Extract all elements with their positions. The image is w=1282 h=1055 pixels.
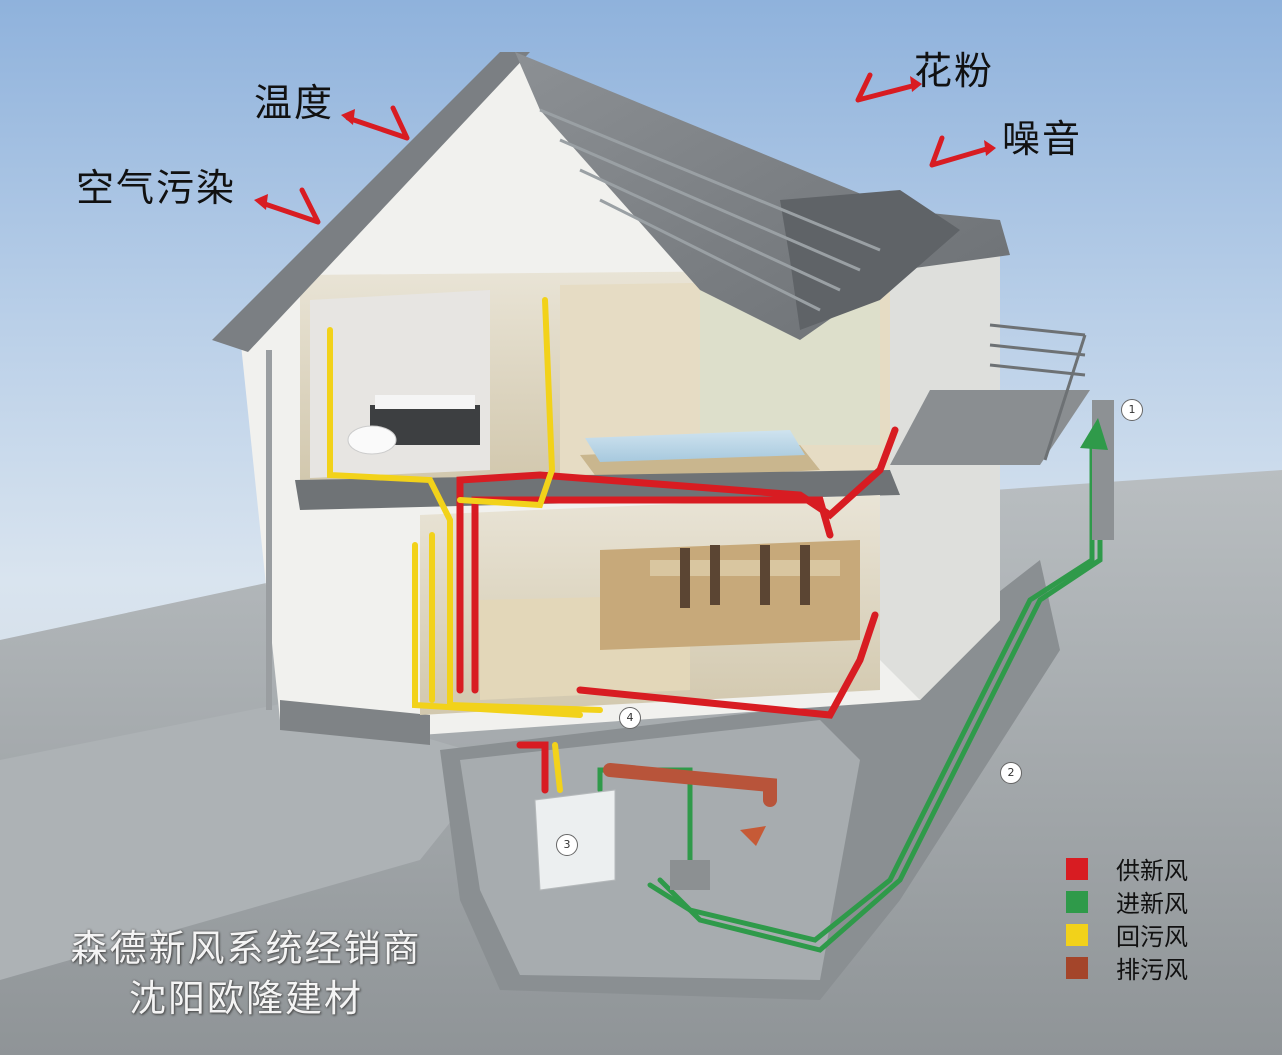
exhaust-arrow [740, 826, 766, 846]
legend-label-extract: 回污风 [1116, 923, 1188, 951]
air-pollution-label: 空气污染 [76, 166, 237, 210]
legend-label-intake: 进新风 [1116, 890, 1188, 918]
noise-label: 噪音 [1002, 117, 1083, 161]
pollen-label: 花粉 [914, 49, 995, 93]
legend-swatch-exhaust [1066, 956, 1088, 979]
intake-arrow [1080, 418, 1108, 450]
legend-label-supply: 供新风 [1116, 857, 1188, 885]
airflow-legend: 供新风 进新风 回污风 排污风 [1066, 852, 1226, 984]
legend-item-intake: 进新风 [1066, 885, 1226, 918]
callout-badge-1: 1 [1121, 399, 1143, 421]
duct-extract-yellow [327, 297, 603, 793]
intake-column [1092, 400, 1114, 540]
legend-swatch-intake [1066, 890, 1088, 913]
legend-item-extract: 回污风 [1066, 918, 1226, 951]
balcony [890, 323, 1090, 465]
legend-item-supply: 供新风 [1066, 852, 1226, 885]
threat-arrowheads [254, 76, 996, 210]
watermark-line-2: 沈阳欧隆建材 [129, 977, 363, 1020]
roof [212, 52, 1010, 710]
legend-swatch-supply [1066, 857, 1088, 880]
legend-swatch-extract [1066, 923, 1088, 946]
threat-arrows [259, 72, 993, 225]
duct-supply-red [456, 426, 899, 794]
callout-badge-4: 4 [619, 707, 641, 729]
callout-badge-3: 3 [556, 834, 578, 856]
duct-exhaust-brown [603, 763, 777, 807]
callout-badge-2: 2 [1000, 762, 1022, 784]
legend-label-exhaust: 排污风 [1116, 956, 1188, 984]
temperature-label: 温度 [254, 81, 335, 125]
legend-item-exhaust: 排污风 [1066, 951, 1226, 984]
watermark-line-1: 森德新风系统经销商 [70, 927, 422, 970]
watermark: 森德新风系统经销商 沈阳欧隆建材 [26, 924, 466, 1024]
